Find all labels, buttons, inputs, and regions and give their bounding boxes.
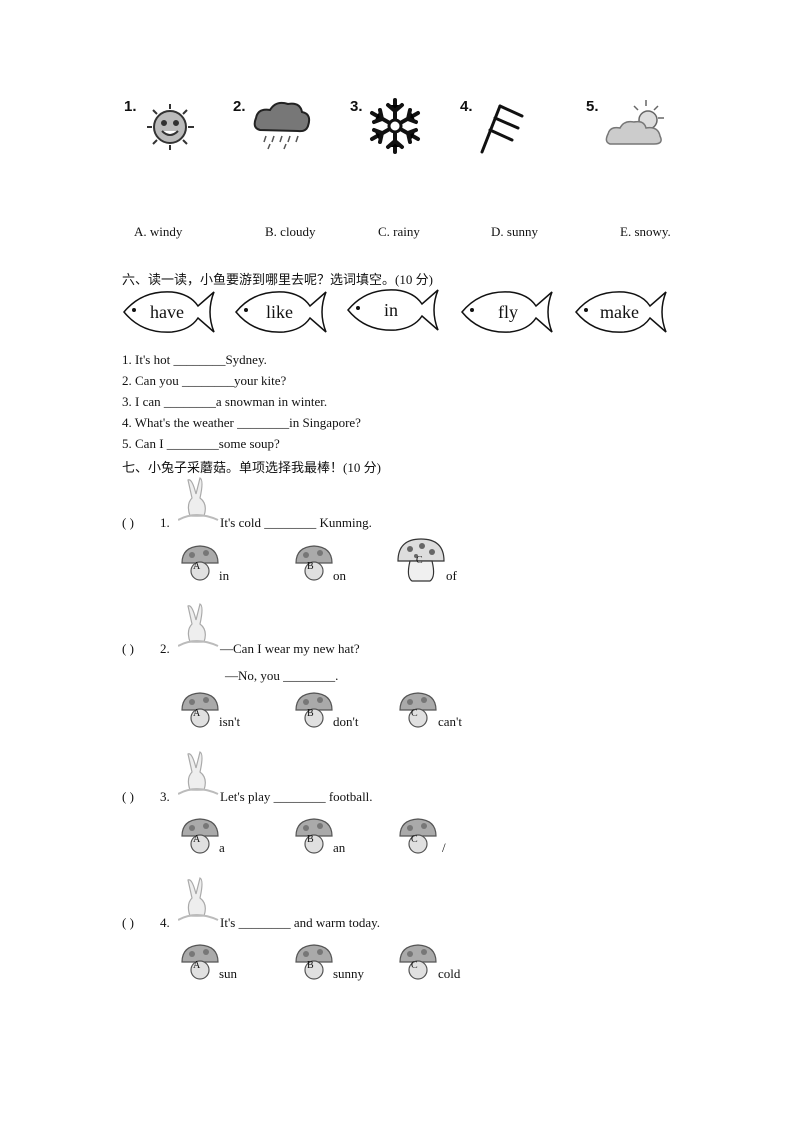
- question-text: It's cold ________ Kunming.: [220, 515, 372, 530]
- mushroom-icon: [399, 944, 437, 980]
- answer-paren[interactable]: ( ): [122, 641, 134, 656]
- fish-word: make: [600, 302, 639, 322]
- option-word[interactable]: isn't: [219, 714, 241, 729]
- fish-icon: [235, 291, 327, 333]
- fish-word: have: [150, 302, 184, 322]
- option-letter: A: [193, 708, 201, 719]
- question-text: It's ________ and warm today.: [220, 915, 380, 930]
- mushroom-icon: [397, 538, 445, 582]
- option-letter: A: [193, 960, 201, 971]
- option-letter: B: [307, 834, 314, 845]
- option-word[interactable]: sunny: [333, 966, 365, 981]
- fish-icon: [461, 291, 553, 333]
- sun-icon: [147, 104, 194, 150]
- rabbit-icon: [178, 877, 219, 921]
- weather-item-number: 5.: [586, 98, 599, 115]
- answer-paren[interactable]: ( ): [122, 515, 134, 530]
- wind-flag-icon: [480, 104, 524, 154]
- question-number: 1.: [160, 515, 170, 530]
- fish-icon: [575, 291, 667, 333]
- cloud-sun-icon: [605, 100, 664, 145]
- question-text: —Can I wear my new hat?: [220, 641, 360, 656]
- option-letter: C: [416, 555, 423, 566]
- section6-title: 六、读一读，小鱼要游到哪里去呢？选词填空。(10 分): [122, 272, 433, 287]
- sentence-line: 5. Can I ________some soup?: [122, 436, 280, 451]
- option-letter: A: [193, 834, 201, 845]
- weather-option-e: E. snowy.: [620, 224, 671, 239]
- mushroom-icon: [399, 818, 437, 854]
- option-letter: C: [411, 708, 418, 719]
- option-word[interactable]: of: [446, 568, 457, 583]
- fish-word: in: [384, 300, 399, 320]
- option-word[interactable]: cold: [438, 966, 461, 981]
- snowflake-icon: [370, 98, 420, 154]
- answer-paren[interactable]: ( ): [122, 915, 134, 930]
- weather-item-number: 3.: [350, 98, 363, 115]
- option-letter: B: [307, 561, 314, 572]
- mushroom-icon: [295, 545, 333, 581]
- answer-paren[interactable]: ( ): [122, 789, 134, 804]
- sentence-line: 3. I can ________a snowman in winter.: [122, 394, 328, 409]
- fish-word: like: [266, 302, 293, 322]
- option-letter: B: [307, 960, 314, 971]
- question-text: Let's play ________ football.: [220, 789, 373, 804]
- weather-option-b: B. cloudy: [265, 224, 316, 239]
- weather-item-number: 4.: [460, 98, 473, 115]
- option-word[interactable]: a: [219, 840, 225, 855]
- option-word[interactable]: sun: [219, 966, 238, 981]
- fish-icon: [347, 289, 439, 331]
- mushroom-icon: [295, 944, 333, 980]
- mushroom-icon: [295, 818, 333, 854]
- sentence-line: 4. What's the weather ________in Singapo…: [122, 415, 361, 430]
- rabbit-icon: [178, 477, 219, 521]
- weather-item-number: 1.: [124, 98, 137, 115]
- rain-cloud-icon: [253, 101, 311, 150]
- section7-title: 七、小兔子采蘑菇。单项选择我最棒！(10 分): [122, 460, 381, 475]
- question-number: 4.: [160, 915, 170, 930]
- option-word[interactable]: don't: [333, 714, 359, 729]
- fish-word: fly: [498, 302, 518, 322]
- option-letter: C: [411, 834, 418, 845]
- option-letter: A: [193, 561, 201, 572]
- option-word[interactable]: an: [333, 840, 346, 855]
- rabbit-icon: [178, 603, 219, 647]
- question-number: 2.: [160, 641, 170, 656]
- question-text-continued: —No, you ________.: [225, 668, 339, 683]
- option-word[interactable]: /: [442, 840, 446, 855]
- rabbit-icon: [178, 751, 219, 795]
- mushroom-icon: [399, 692, 437, 728]
- weather-item-number: 2.: [233, 98, 246, 115]
- sentence-line: 2. Can you ________your kite?: [122, 373, 287, 388]
- option-letter: C: [411, 960, 418, 971]
- option-word[interactable]: can't: [438, 714, 462, 729]
- weather-option-a: A. windy: [134, 224, 183, 239]
- option-word[interactable]: on: [333, 568, 346, 583]
- fish-icon: [123, 291, 215, 333]
- sentence-line: 1. It's hot ________Sydney.: [122, 352, 267, 367]
- weather-option-d: D. sunny: [491, 224, 538, 239]
- question-number: 3.: [160, 789, 170, 804]
- option-word[interactable]: in: [219, 568, 230, 583]
- option-letter: B: [307, 708, 314, 719]
- weather-option-c: C. rainy: [378, 224, 420, 239]
- mushroom-icon: [295, 692, 333, 728]
